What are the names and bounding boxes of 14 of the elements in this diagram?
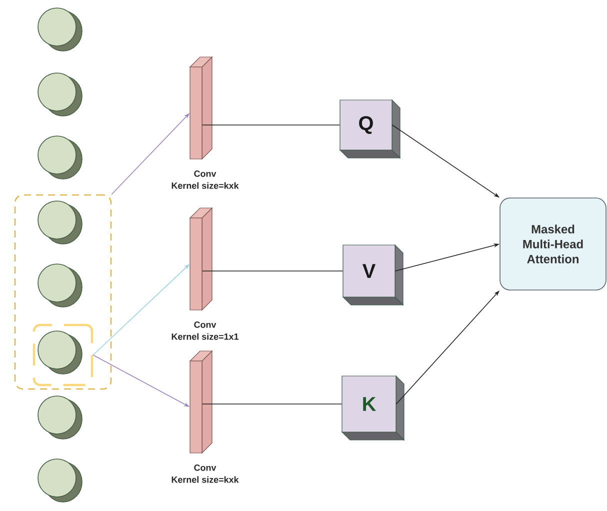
highlight-box [32,324,94,386]
input-circle [38,396,82,440]
input-circle [38,8,82,52]
input-circle [38,458,82,502]
conv-label: Conv Kernel size=kxk [172,464,239,483]
input-circle [38,136,82,180]
input-circle [38,200,82,244]
input-circle [38,264,82,308]
conv-label: Conv Kernel size=1x1 [172,322,238,340]
input-circle [38,72,82,116]
attention-box: Masked Multi-Head Attention [500,198,606,290]
dashed-group-box [14,194,112,390]
input-circle [38,330,82,374]
conv-label: Conv Kernel size=kxk [172,170,239,189]
